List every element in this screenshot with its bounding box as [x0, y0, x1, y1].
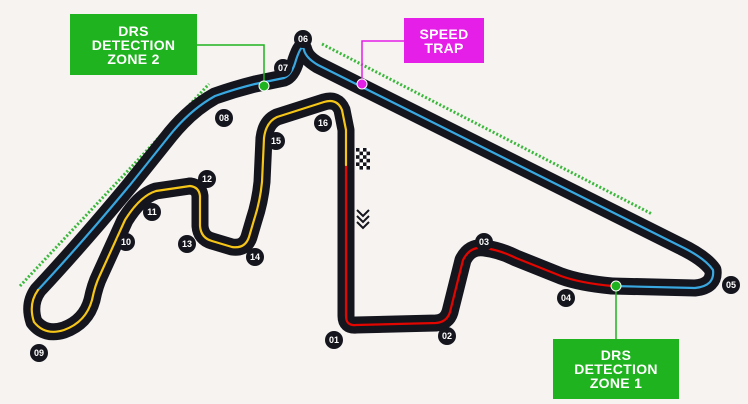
corner-badge-circle [215, 109, 233, 127]
corner-badge-circle [438, 327, 456, 345]
speed-trap-line-1: SPEED [419, 25, 469, 42]
corner-badge-circle [143, 203, 161, 221]
checkered-flag-icon [356, 148, 370, 170]
corner-badge-circle [294, 30, 312, 48]
corner-number: 14 [250, 252, 260, 262]
corner-badge-03: 03 [475, 233, 493, 251]
corner-badge-04: 04 [557, 289, 575, 307]
corner-badge-circle [178, 235, 196, 253]
sector-1-line [344, 163, 614, 327]
corner-number: 16 [318, 118, 328, 128]
drs2-line-1: DRS [118, 22, 149, 39]
corner-badge-11: 11 [143, 203, 161, 221]
corner-number: 07 [278, 63, 288, 73]
corner-badge-circle [325, 331, 343, 349]
corner-badge-16: 16 [314, 114, 332, 132]
corner-number: 02 [442, 331, 452, 341]
sector-3-line [30, 99, 348, 333]
corner-badge-circle [267, 132, 285, 150]
corner-badge-08: 08 [215, 109, 233, 127]
corner-number: 15 [271, 136, 281, 146]
corner-badge-02: 02 [438, 327, 456, 345]
corner-number: 03 [479, 237, 489, 247]
drs2-line-3: ZONE 2 [107, 50, 160, 67]
drs2-callout-line [197, 44, 265, 86]
corner-number: 10 [121, 237, 131, 247]
corner-number: 09 [34, 348, 44, 358]
corner-badge-10: 10 [117, 233, 135, 251]
corner-badge-15: 15 [267, 132, 285, 150]
corner-number: 06 [298, 34, 308, 44]
corner-number: 13 [182, 239, 192, 249]
corner-badge-01: 01 [325, 331, 343, 349]
corner-badge-07: 07 [274, 59, 292, 77]
corner-badge-12: 12 [198, 170, 216, 188]
sector-2-line [36, 46, 715, 292]
drs1-line-3: ZONE 1 [589, 375, 643, 391]
speed-trap-point [356, 78, 368, 90]
corner-badge-05: 05 [722, 276, 740, 294]
drs2-line-2: DETECTION [91, 36, 176, 53]
corner-badge-circle [246, 248, 264, 266]
drs-detection-zone-1-label: DRS DETECTION ZONE 1 [553, 339, 679, 399]
corner-badge-14: 14 [246, 248, 264, 266]
corner-badge-circle [314, 114, 332, 132]
corner-badge-circle [198, 170, 216, 188]
corner-badge-circle [475, 233, 493, 251]
corner-number: 11 [147, 207, 157, 217]
corner-badge-circle [722, 276, 740, 294]
corner-number: 08 [219, 113, 229, 123]
direction-chevrons-icon [356, 209, 370, 230]
corner-badge-06: 06 [294, 30, 312, 48]
speed-trap-line-2: TRAP [424, 39, 464, 56]
corner-number: 12 [202, 174, 212, 184]
drs1-detection-point [610, 280, 622, 292]
speed-trap-label: SPEED TRAP [404, 18, 484, 63]
drs1-line-2: DETECTION [574, 361, 658, 377]
corner-number: 04 [561, 293, 571, 303]
corner-badge-09: 09 [30, 344, 48, 362]
corner-number: 01 [329, 335, 339, 345]
corner-badge-circle [557, 289, 575, 307]
corner-badge-circle [274, 59, 292, 77]
corner-number: 05 [726, 280, 736, 290]
corner-badge-circle [117, 233, 135, 251]
track-outline-s2 [23, 39, 722, 341]
speed-trap-callout-line [361, 40, 404, 84]
corner-badge-circle [30, 344, 48, 362]
corner-badge-13: 13 [178, 235, 196, 253]
drs-zone-hatch-main-straight [321, 42, 653, 216]
drs1-line-1: DRS [600, 347, 632, 363]
drs-detection-zone-2-label: DRS DETECTION ZONE 2 [70, 14, 197, 75]
drs2-detection-point [258, 80, 270, 92]
